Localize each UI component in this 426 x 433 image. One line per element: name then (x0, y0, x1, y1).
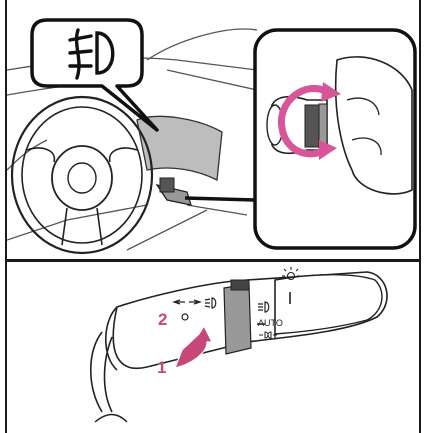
auto-mode-label: AUTO (258, 318, 283, 328)
inset-detail-box (255, 30, 415, 248)
bottom-illustration-panel: AUTO 2 1 (5, 262, 421, 433)
step-label-2: 2 (158, 310, 167, 329)
step-label-1: 1 (157, 358, 166, 377)
lever-illustration: AUTO 2 1 (7, 262, 419, 433)
fog-indicator-bubble (32, 20, 157, 130)
callout-line (185, 198, 255, 200)
dashboard-illustration (7, 0, 419, 259)
light-switch-lever (157, 178, 191, 205)
light-switch-lever (91, 272, 387, 422)
top-illustration-panel (5, 0, 421, 262)
steering-wheel (12, 97, 152, 253)
